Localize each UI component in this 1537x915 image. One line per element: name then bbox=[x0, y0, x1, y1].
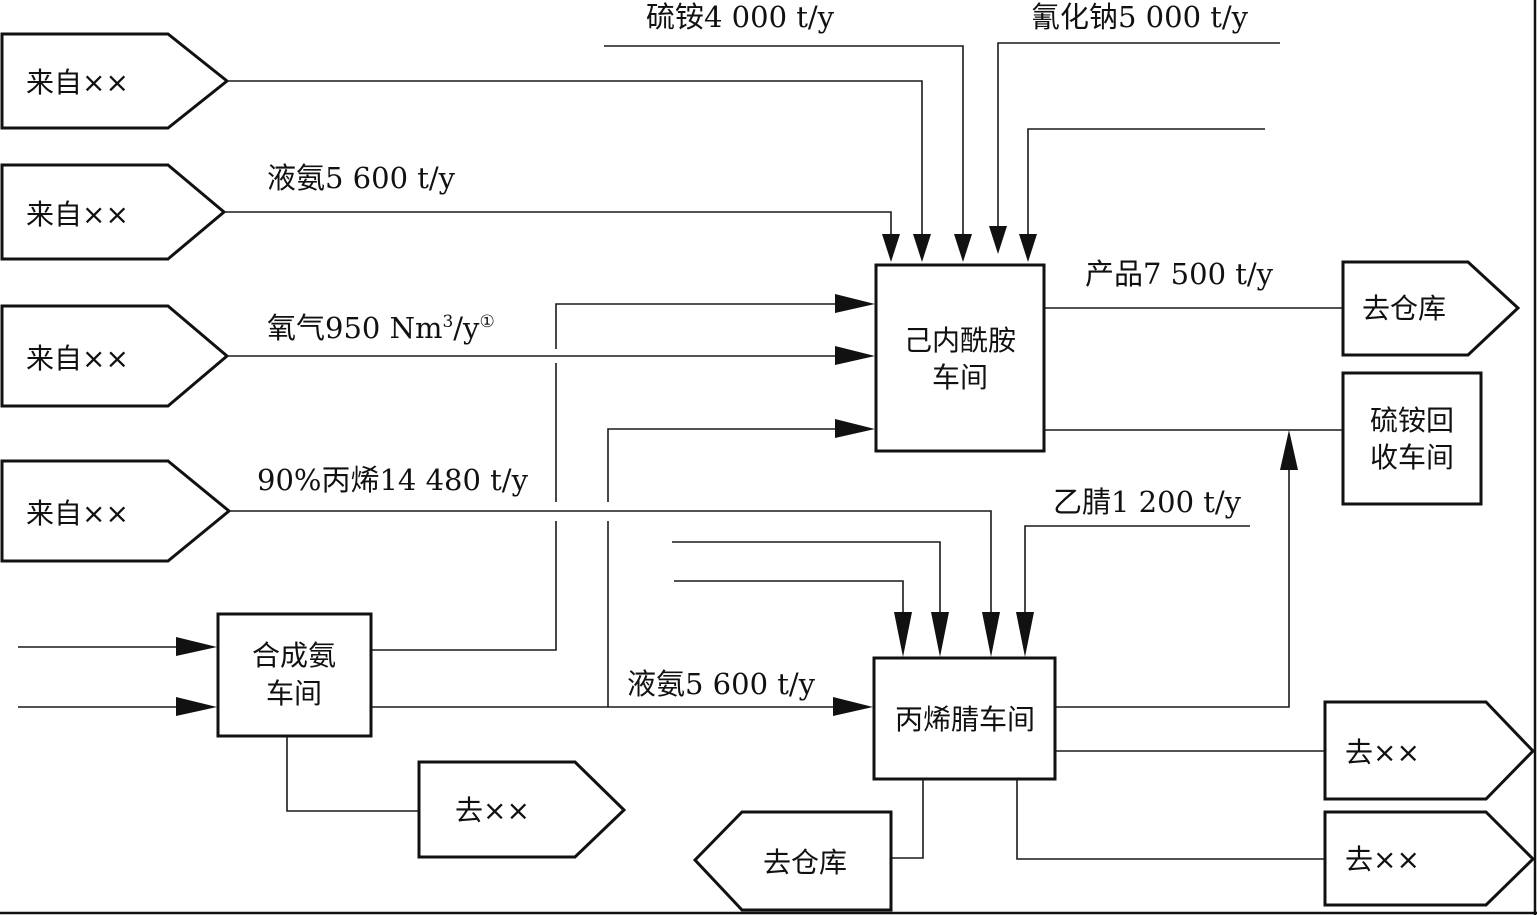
flow-line-liquid-ammonia-1 bbox=[224, 211, 892, 240]
arrow-right-icon bbox=[176, 697, 217, 716]
arrow-up-icon bbox=[1280, 430, 1298, 470]
destination-shape bbox=[1341, 260, 1521, 357]
destination-to-xx-ammonia[interactable]: 去×× bbox=[417, 760, 627, 859]
label-product: 产品7 500 t/y bbox=[1085, 257, 1274, 291]
source-4[interactable]: 来自×× bbox=[0, 459, 232, 563]
flow-line-acetonitrile bbox=[1024, 525, 1250, 615]
arrow-down-icon bbox=[989, 226, 1007, 254]
destination-shape bbox=[417, 760, 627, 859]
source-shape bbox=[0, 459, 232, 563]
label-propylene: 90%丙烯14 480 t/y bbox=[257, 463, 529, 497]
arrow-right-icon bbox=[835, 419, 875, 438]
workshop-ammonia-synthesis[interactable]: 合成氨 车间 bbox=[216, 612, 373, 738]
source-2[interactable]: 来自×× bbox=[0, 163, 227, 261]
destination-label: 去×× bbox=[1345, 736, 1420, 769]
arrow-down-icon bbox=[1016, 612, 1034, 657]
flow-line-sodium-cyanide bbox=[997, 42, 1280, 240]
flow-line-to-xx-right2 bbox=[1016, 779, 1325, 860]
source-shape bbox=[0, 304, 230, 408]
destination-to-xx-right1[interactable]: 去×× bbox=[1323, 700, 1536, 801]
flow-line-ammonia-to-xx bbox=[286, 736, 419, 812]
source-1[interactable]: 来自×× bbox=[0, 32, 230, 130]
workshop-label-line1: 硫铵回 bbox=[1370, 404, 1454, 437]
source-shape bbox=[0, 163, 227, 261]
destination-shape bbox=[1323, 700, 1536, 801]
arrow-down-icon bbox=[982, 612, 1000, 657]
workshop-box bbox=[874, 263, 1046, 453]
workshop-box bbox=[1341, 371, 1483, 506]
flow-line-ammonia-up-1a bbox=[372, 521, 557, 651]
label-sodium-cyanide: 氰化钠5 000 t/y bbox=[1031, 0, 1249, 34]
workshop-label-line1: 合成氨 bbox=[252, 639, 336, 672]
arrow-right-icon bbox=[835, 294, 875, 313]
flow-line-unlabeled-1 bbox=[672, 541, 941, 615]
label-oxygen-unit: /y bbox=[453, 311, 480, 345]
flow-line-ammonia-up-1c bbox=[555, 303, 840, 349]
flow-line-src1 bbox=[227, 80, 923, 240]
flow-line-unlabeled-top bbox=[1027, 128, 1265, 240]
flow-line-ammonium-sulfate bbox=[604, 45, 964, 240]
workshop-label-line2: 车间 bbox=[266, 677, 322, 710]
source-shape bbox=[0, 32, 230, 130]
label-oxygen-text: 氧气950 Nm bbox=[267, 311, 442, 345]
label-liquid-ammonia-1: 液氨5 600 t/y bbox=[267, 161, 456, 195]
arrow-right-icon bbox=[176, 637, 217, 656]
arrow-down-icon bbox=[931, 612, 949, 657]
destination-warehouse-bottom[interactable]: 去仓库 bbox=[692, 810, 893, 912]
source-3[interactable]: 来自×× bbox=[0, 304, 230, 408]
label-ammonium-sulfate: 硫铵4 000 t/y bbox=[646, 0, 835, 34]
workshop-acrylonitrile[interactable]: 丙烯腈车间 bbox=[872, 656, 1057, 781]
destination-label: 去仓库 bbox=[1362, 292, 1446, 325]
destination-shape bbox=[692, 810, 893, 912]
source-label: 来自×× bbox=[26, 497, 129, 530]
arrow-right-icon bbox=[833, 697, 873, 716]
workshop-box bbox=[216, 612, 373, 738]
label-oxygen: 氧气950 Nm3/y① bbox=[267, 311, 495, 345]
workshop-label-line2: 收车间 bbox=[1370, 441, 1454, 474]
workshop-caprolactam[interactable]: 己内酰胺 车间 bbox=[874, 263, 1046, 453]
destination-label: 去×× bbox=[455, 794, 530, 827]
flow-line-unlabeled-2 bbox=[674, 580, 904, 615]
destination-to-xx-right2[interactable]: 去×× bbox=[1323, 810, 1536, 907]
label-oxygen-note: ① bbox=[479, 312, 494, 332]
source-label: 来自×× bbox=[26, 66, 129, 99]
workshop-box bbox=[872, 656, 1057, 781]
flow-line-ammonia-up-2b bbox=[607, 428, 840, 502]
arrow-down-icon bbox=[1019, 234, 1037, 262]
flow-line-propylene bbox=[229, 510, 992, 615]
workshop-label-line1: 己内酰胺 bbox=[904, 324, 1016, 357]
destination-label: 去×× bbox=[1345, 843, 1420, 876]
label-oxygen-sup: 3 bbox=[442, 312, 453, 332]
flow-line-to-warehouse-bottom bbox=[891, 779, 924, 859]
destination-shape bbox=[1323, 810, 1536, 907]
workshop-label: 丙烯腈车间 bbox=[895, 703, 1035, 736]
label-liquid-ammonia-2: 液氨5 600 t/y bbox=[627, 667, 816, 701]
destination-label: 去仓库 bbox=[763, 846, 847, 879]
source-label: 来自×× bbox=[26, 198, 129, 231]
arrow-right-icon bbox=[835, 346, 875, 365]
arrow-down-icon bbox=[882, 234, 900, 262]
workshop-ammonium-sulfate-recovery[interactable]: 硫铵回 收车间 bbox=[1341, 371, 1483, 506]
arrow-down-icon bbox=[894, 612, 912, 657]
destination-warehouse-top[interactable]: 去仓库 bbox=[1341, 260, 1521, 357]
source-label: 来自×× bbox=[26, 342, 129, 375]
label-acetonitrile: 乙腈1 200 t/y bbox=[1053, 485, 1242, 519]
arrow-down-icon bbox=[913, 234, 931, 262]
workshop-label-line2: 车间 bbox=[932, 361, 988, 394]
flow-line-acrylonitrile-to-recovery bbox=[1056, 460, 1290, 708]
arrow-down-icon bbox=[954, 234, 972, 262]
